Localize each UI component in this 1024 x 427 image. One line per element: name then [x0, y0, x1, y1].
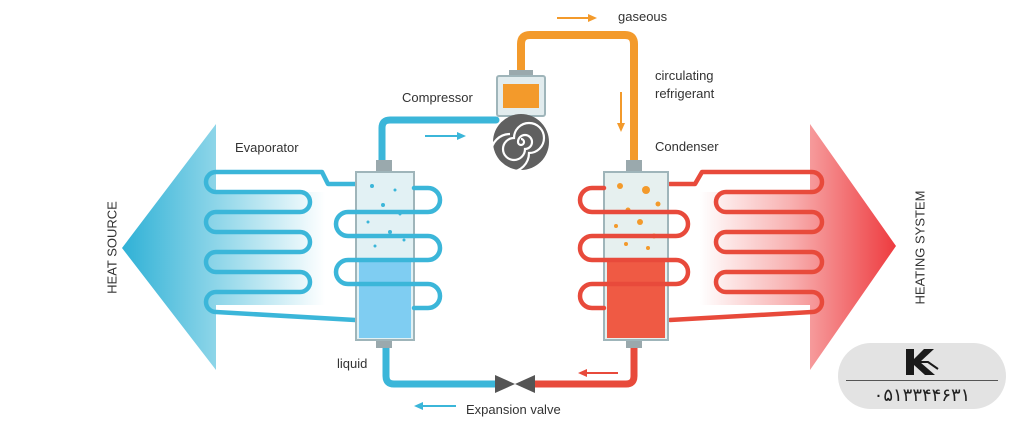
liquid-pipe — [382, 341, 500, 388]
condenser-label: Condenser — [655, 139, 719, 154]
gas-pipe — [517, 31, 638, 166]
flow-arrow-suction — [425, 132, 466, 140]
liquid-label: liquid — [337, 356, 368, 371]
compressor-label: Compressor — [402, 90, 473, 105]
expansion-valve-label: Expansion valve — [466, 402, 561, 417]
heating-system-arrow — [700, 124, 896, 370]
condenser-inner-coil — [577, 185, 691, 311]
flow-arrow-gas — [557, 14, 597, 22]
refrigerant-label: refrigerant — [655, 86, 715, 101]
evaporator-tank — [355, 160, 415, 348]
evaporator-label: Evaporator — [235, 140, 299, 155]
heating-system-label: HEATING SYSTEM — [912, 190, 928, 305]
flow-arrow-hot-liquid — [578, 369, 618, 377]
gaseous-label: gaseous — [618, 9, 668, 24]
hot-liquid-pipe — [530, 341, 638, 388]
condenser-tank — [603, 160, 669, 348]
flow-arrow-liquid — [414, 402, 456, 410]
heat-source-arrow — [122, 124, 325, 370]
expansion-valve-icon — [495, 375, 535, 393]
compressor — [489, 70, 549, 174]
suction-pipe — [378, 116, 500, 166]
k-logo-icon — [906, 349, 939, 375]
logo-badge: ۰۵۱۳۳۴۴۶۳۱ — [838, 343, 1006, 409]
flow-arrow-down — [617, 92, 625, 132]
logo-divider — [846, 380, 998, 381]
condenser-outer-coil — [667, 169, 825, 323]
circulating-label: circulating — [655, 68, 714, 83]
phone-number: ۰۵۱۳۳۴۴۶۳۱ — [873, 385, 971, 406]
evaporator-inner-coil — [333, 185, 443, 311]
heat-source-label: HEAT SOURCE — [104, 201, 120, 294]
evaporator-outer-coil — [203, 169, 358, 323]
compressor-spiral — [489, 121, 546, 174]
